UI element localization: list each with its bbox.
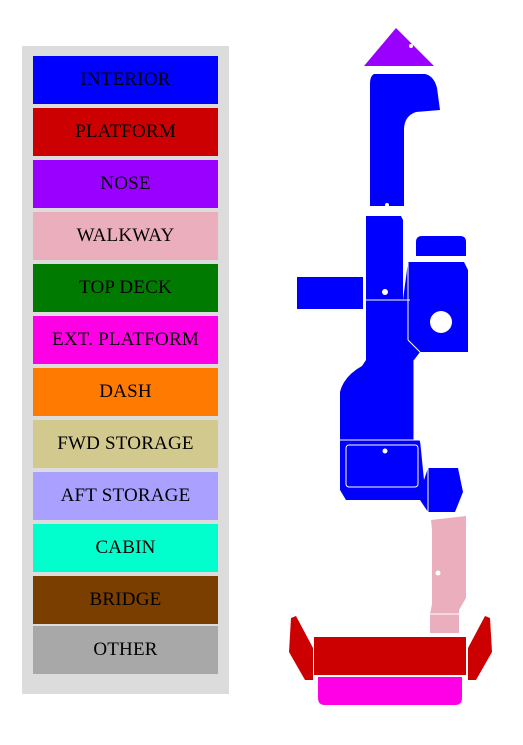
legend-item-top-deck: TOP DECK [33, 264, 218, 312]
platform-pad-main [314, 637, 466, 675]
interior-hole-console [382, 289, 388, 295]
legend-item-aft-storage: AFT STORAGE [33, 472, 218, 520]
legend-item-cabin: CABIN [33, 524, 218, 572]
legend-item-interior: INTERIOR [33, 56, 218, 104]
legend-panel: INTERIOR PLATFORM NOSE WALKWAY TOP DECK … [22, 46, 229, 694]
legend-item-nose: NOSE [33, 160, 218, 208]
legend-item-other: OTHER [33, 626, 218, 674]
legend-item-platform: PLATFORM [33, 108, 218, 156]
interior-pad-console [366, 216, 403, 300]
interior-pad-right-top [416, 236, 466, 256]
legend-item-dash: DASH [33, 368, 218, 416]
interior-hole-upper [385, 203, 389, 207]
legend-item-ext-platform: EXT. PLATFORM [33, 316, 218, 364]
walkway-pad [430, 516, 466, 633]
legend-item-bridge: BRIDGE [33, 576, 218, 624]
walkway-hole [435, 570, 441, 576]
interior-hole-lid [382, 448, 388, 454]
interior-hole-large [430, 311, 452, 333]
nose-hole [409, 44, 413, 48]
platform-wing-left [289, 616, 313, 680]
legend-item-walkway: WALKWAY [33, 212, 218, 260]
legend-item-fwd-storage: FWD STORAGE [33, 420, 218, 468]
platform-wing-right [468, 616, 492, 680]
nose-pad [364, 28, 434, 66]
ext-platform-pad [318, 677, 462, 705]
main-pad-seams [340, 262, 429, 512]
interior-pad-upper [370, 74, 440, 206]
interior-pad-left [297, 277, 363, 309]
